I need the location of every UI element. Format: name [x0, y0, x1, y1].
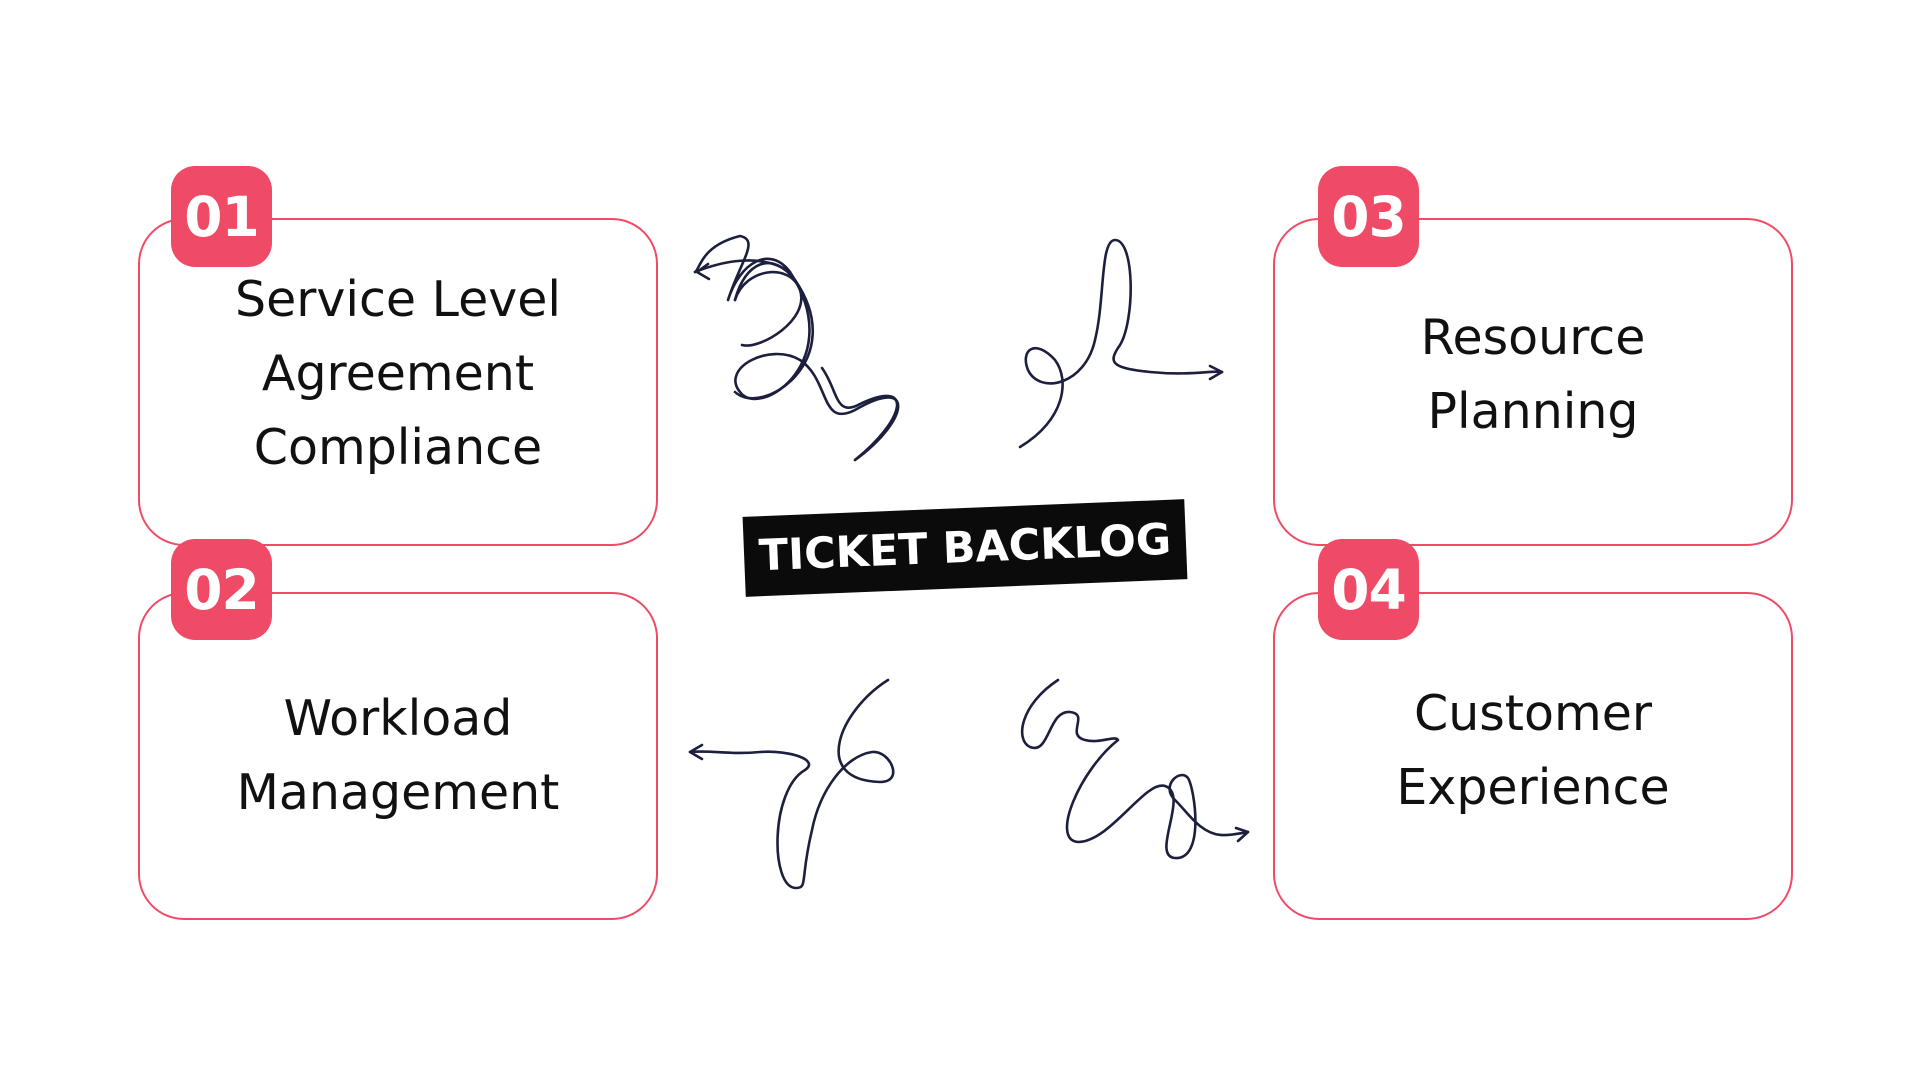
item-number-badge: 04: [1318, 539, 1419, 640]
arrow-squiggle-right-icon: [1018, 238, 1224, 449]
item-card-01: Service Level Agreement Compliance: [138, 218, 658, 546]
item-card-04: Customer Experience: [1273, 592, 1793, 920]
item-text: Customer Experience: [1396, 685, 1670, 816]
arrow-squiggle-left-icon: [693, 234, 900, 462]
item-text: Workload Management: [236, 690, 560, 821]
item-card-03: Resource Planning: [1273, 218, 1793, 546]
item-text: Service Level Agreement Compliance: [234, 271, 561, 476]
item-number-badge: 02: [171, 539, 272, 640]
arrow-squiggle-right-icon: [1020, 678, 1250, 860]
item-text: Resource Planning: [1420, 309, 1646, 440]
arrow-squiggle-left-icon: [688, 678, 895, 890]
center-title-label: TICKET BACKLOG: [742, 499, 1188, 597]
item-card-02: Workload Management: [138, 592, 658, 920]
item-number-badge: 01: [171, 166, 272, 267]
item-number-badge: 03: [1318, 166, 1419, 267]
